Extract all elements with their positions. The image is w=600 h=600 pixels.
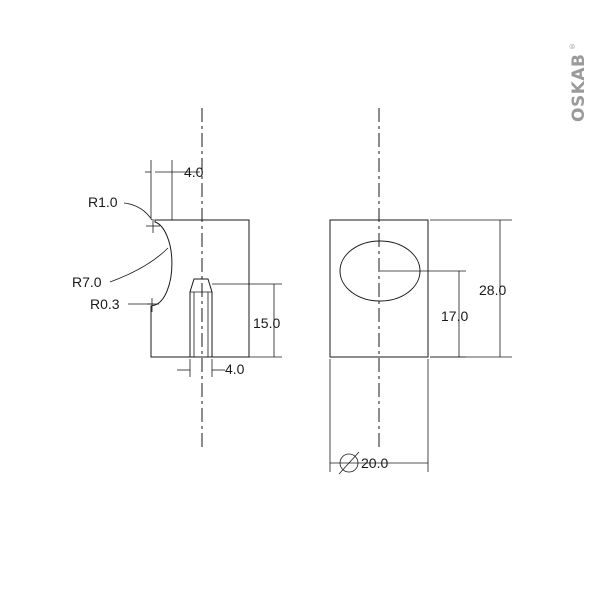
dim-height-hole: 17.0 <box>430 271 468 358</box>
radius-large-label: R7.0 <box>72 274 102 290</box>
dim-pin-length: 15.0 <box>212 283 282 358</box>
radius-large-callout: R7.0 <box>72 247 169 290</box>
dim-height-total-label: 28.0 <box>479 282 506 298</box>
dim-top-width: 4.0 <box>145 160 204 220</box>
radius-small-callout: R1.0 <box>88 194 160 233</box>
radius-tiny-callout: R0.3 <box>90 296 159 312</box>
front-view-outline <box>329 219 429 358</box>
front-view: 28.0 17.0 20.0 <box>329 108 512 475</box>
radius-tiny-label: R0.3 <box>90 296 120 312</box>
dim-height-hole-label: 17.0 <box>441 308 468 324</box>
dim-pin-length-label: 15.0 <box>253 315 280 331</box>
dim-height-total: 28.0 <box>430 219 512 358</box>
brand-logo-text: OSKAB <box>569 54 589 122</box>
dim-pin-width-label: 4.0 <box>225 361 245 377</box>
diameter-symbol <box>339 453 359 473</box>
side-view-outline <box>150 219 250 358</box>
dim-pin-width: 4.0 <box>177 359 245 377</box>
radius-small-label: R1.0 <box>88 194 118 210</box>
brand-registered-mark: ® <box>569 43 577 50</box>
side-view: 4.0 R1.0 R7.0 R0.3 15.0 <box>72 108 282 448</box>
dim-width-diameter-label: 20.0 <box>361 455 388 471</box>
side-view-pin <box>189 278 213 357</box>
dim-width-diameter: 20.0 <box>329 359 429 475</box>
brand-logo: OSKAB ® <box>569 43 589 122</box>
dim-top-width-label: 4.0 <box>184 164 204 180</box>
